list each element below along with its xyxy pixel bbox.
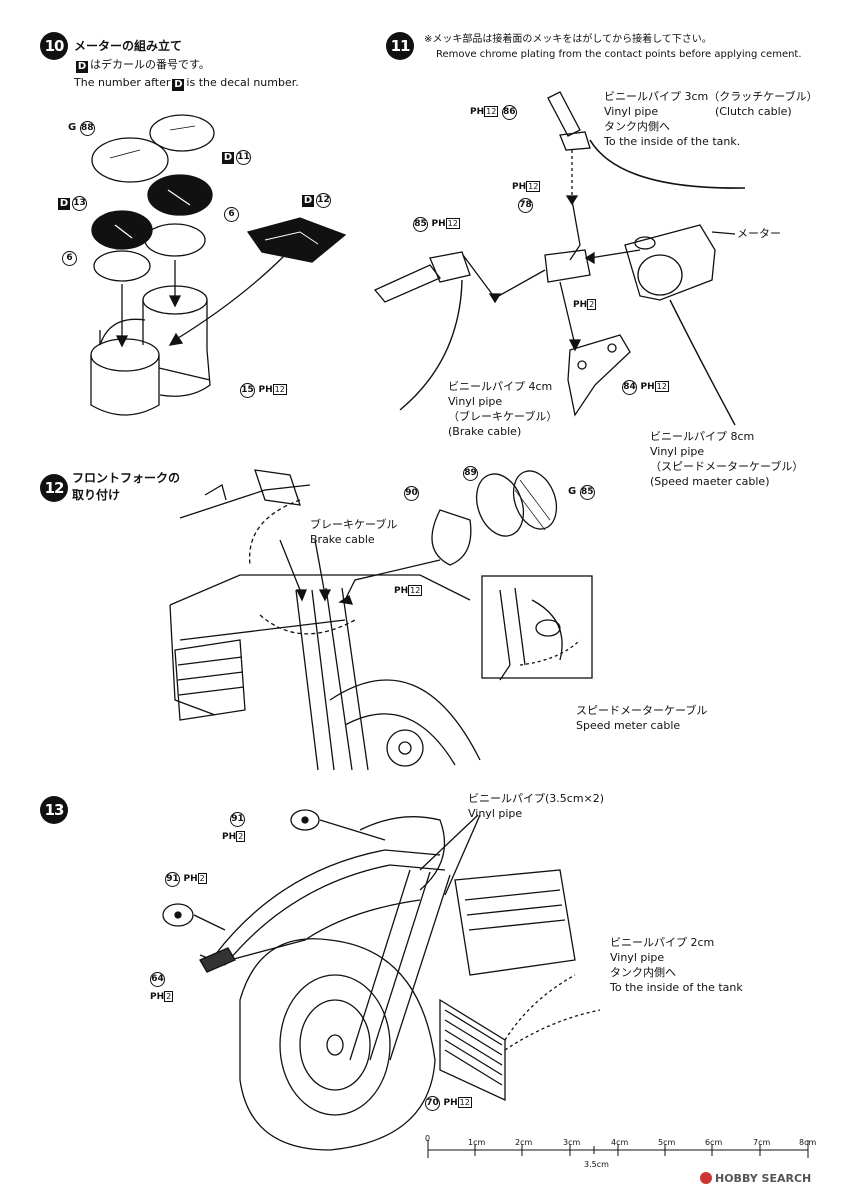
speed-cable-vinyl: Vinyl pipe bbox=[650, 445, 705, 458]
ruler-label-6: 6cm bbox=[705, 1138, 723, 1147]
brake-cable-jp: ビニールパイプ 4cm bbox=[448, 380, 553, 393]
meter-assembly-drawing bbox=[90, 114, 347, 416]
step-11-note-jp: ※メッキ部品は接着面のメッキをはがしてから接着して下さい。 bbox=[424, 34, 712, 45]
vinyl-pipe-2-jp: ビニールパイプ 2cm bbox=[610, 936, 715, 949]
part-label-89: 89 bbox=[463, 466, 478, 481]
ruler-label-1: 1cm bbox=[468, 1138, 486, 1147]
part-label-6a: 6 bbox=[224, 207, 239, 222]
clutch-tank-jp: タンク内側へ bbox=[604, 120, 670, 133]
speed-meter-cable-jp: スピードメーターケーブル bbox=[576, 704, 708, 717]
step-13-badge: 13 bbox=[40, 796, 68, 824]
clutch-tank-en: To the inside of the tank. bbox=[604, 135, 741, 148]
hobby-search-logo-icon bbox=[700, 1172, 712, 1184]
front-fork-drawing bbox=[169, 469, 593, 771]
handlebar-radiator-drawing bbox=[162, 809, 601, 1151]
scale-ruler bbox=[427, 1140, 809, 1158]
ruler-label-0: 0 bbox=[425, 1134, 431, 1143]
clutch-cable-vinyl: Vinyl pipe bbox=[604, 105, 659, 118]
clutch-cable-en: (Clutch cable) bbox=[715, 105, 792, 118]
ruler-label-2: 2cm bbox=[515, 1138, 533, 1147]
step-12-title-line1: フロントフォークの bbox=[72, 471, 181, 485]
part-label-91a: 91 bbox=[230, 812, 245, 827]
part-label-78: 78 bbox=[518, 198, 533, 213]
ruler-label-half: 3.5cm bbox=[584, 1160, 609, 1169]
brake-cable-label-en: Brake cable bbox=[310, 533, 375, 546]
vinyl-pipe-2-en: Vinyl pipe bbox=[610, 951, 665, 964]
speed-meter-cable-en: Speed meter cable bbox=[576, 719, 681, 732]
speed-cable-en: (Speed maeter cable) bbox=[650, 475, 770, 488]
part-label-88: G 88 bbox=[68, 121, 95, 136]
step-10-badge: 10 bbox=[40, 32, 68, 60]
step-12-title-line2: 取り付け bbox=[72, 488, 121, 502]
step-10-title: メーターの組み立て bbox=[74, 39, 183, 53]
vinyl-pipe-35-en: Vinyl pipe bbox=[468, 807, 523, 820]
decal-d-icon: D bbox=[76, 61, 88, 73]
ruler-label-5: 5cm bbox=[658, 1138, 676, 1147]
part-label-64: 64 bbox=[150, 972, 165, 987]
step-11-note-en: Remove chrome plating from the contact p… bbox=[436, 49, 802, 60]
handlebar-assembly-drawing bbox=[373, 91, 746, 426]
part-label-90: 90 bbox=[404, 486, 419, 501]
ruler-label-4: 4cm bbox=[611, 1138, 629, 1147]
brake-cable-vinyl: Vinyl pipe bbox=[448, 395, 503, 408]
vinyl-pipe-2-tank-en: To the inside of the tank bbox=[610, 981, 743, 994]
meter-label: メーター bbox=[737, 227, 781, 240]
brake-cable-en: (Brake cable) bbox=[448, 425, 522, 438]
clutch-cable-jp: ビニールパイプ 3cm（クラッチケーブル） bbox=[604, 90, 818, 103]
step-12-badge: 12 bbox=[40, 474, 68, 502]
brake-cable-paren-jp: （ブレーキケーブル） bbox=[448, 410, 558, 423]
brake-cable-label-jp: ブレーキケーブル bbox=[310, 518, 398, 531]
step-11-badge: 11 bbox=[386, 32, 414, 60]
ruler-label-3: 3cm bbox=[563, 1138, 581, 1147]
vinyl-pipe-35-jp: ビニールパイプ(3.5cm×2) bbox=[468, 792, 605, 805]
ruler-label-7: 7cm bbox=[753, 1138, 771, 1147]
speed-cable-jp: ビニールパイプ 8cm bbox=[650, 430, 755, 443]
decal-d-icon: D bbox=[172, 79, 185, 91]
part-label-g85: G 85 bbox=[568, 485, 595, 500]
vinyl-pipe-2-tank-jp: タンク内側へ bbox=[610, 966, 676, 979]
ruler-label-8: 8cm bbox=[799, 1138, 817, 1147]
hobby-search-watermark: HOBBY SEARCH bbox=[700, 1172, 811, 1185]
speed-cable-paren-jp: （スピードメーターケーブル） bbox=[650, 460, 804, 473]
part-label-6b: 6 bbox=[62, 251, 77, 266]
